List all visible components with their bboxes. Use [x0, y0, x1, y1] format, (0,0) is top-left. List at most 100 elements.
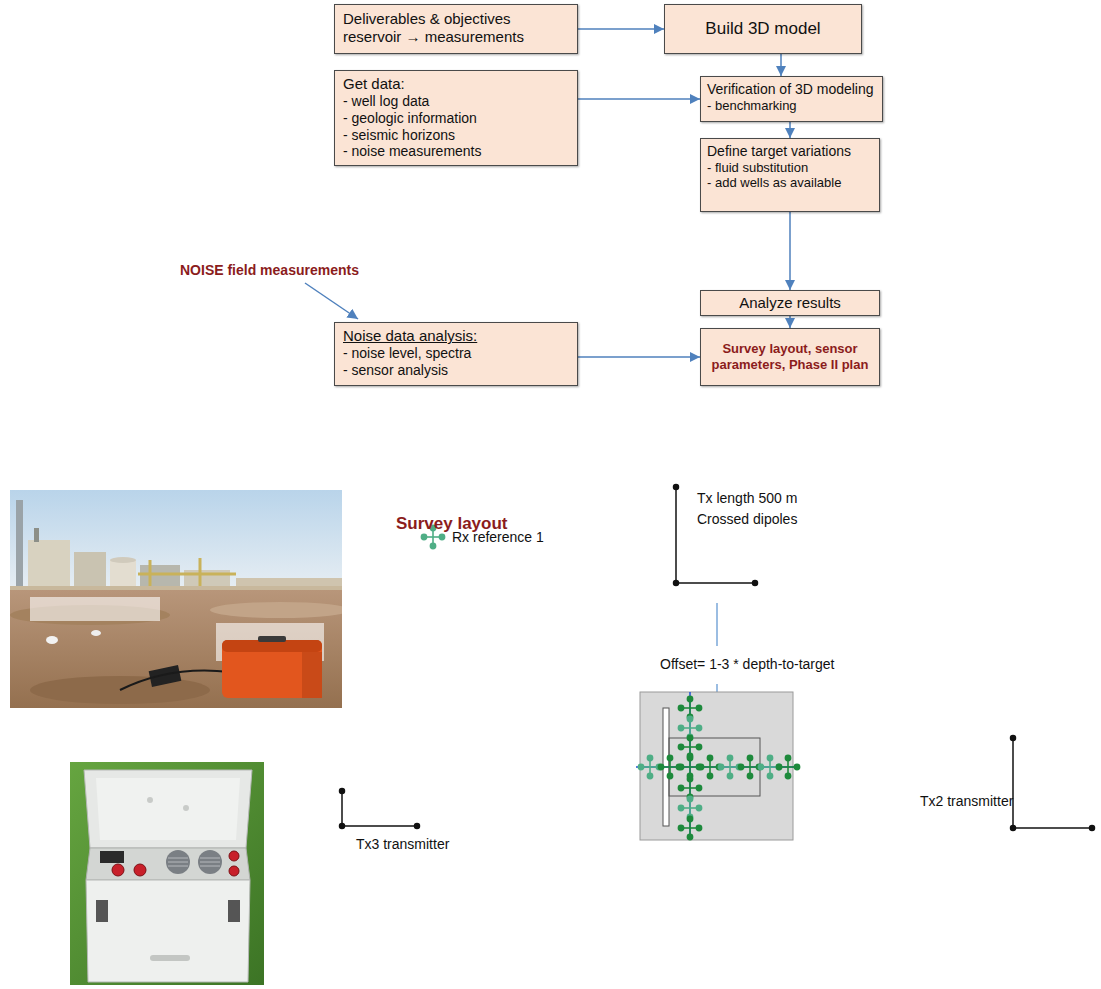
process-box: Analyze results — [700, 290, 880, 316]
crossed-dipole — [674, 485, 679, 490]
flow-arrow — [789, 212, 791, 290]
crossed-dipole — [675, 487, 677, 583]
transmitter-photo — [112, 864, 124, 876]
transmitter-photo — [229, 851, 239, 861]
survey-area — [678, 735, 701, 758]
transmitter-photo — [228, 900, 240, 922]
flow-arrow — [780, 54, 782, 76]
field-photo — [110, 557, 136, 563]
box-text: - well log data — [343, 93, 569, 110]
crossed-dipole — [1011, 736, 1016, 741]
box-heading: Build 3D model — [705, 19, 820, 39]
output-box: Survey layout, sensor parameters, Phase … — [700, 328, 880, 386]
field-photo — [28, 540, 70, 590]
transmitter-photo — [147, 797, 153, 803]
crossed-dipole — [676, 582, 755, 584]
field-photo — [258, 636, 286, 642]
annotation-label: Offset= 1-3 * depth-to-target — [660, 656, 834, 673]
crossed-dipole — [342, 825, 417, 827]
crossed-dipole — [340, 789, 345, 794]
flow-arrow — [578, 356, 700, 358]
field-photo — [120, 670, 230, 690]
crossed-dipole — [1012, 738, 1014, 828]
transmitter-photo — [70, 762, 264, 985]
field-photo — [46, 636, 58, 644]
leader-arrow — [305, 283, 358, 319]
process-box: Verification of 3D modeling- benchmarkin… — [700, 76, 883, 122]
box-text: - noise level, spectra — [343, 345, 569, 362]
box-text: - noise measurements — [343, 143, 569, 160]
field-photo — [210, 602, 342, 618]
box-heading: Survey layout, sensor parameters, Phase … — [707, 341, 873, 372]
crossed-dipole — [340, 824, 345, 829]
transmitter-photo — [229, 866, 239, 876]
offset-line — [716, 603, 718, 692]
transmitter-photo — [168, 858, 220, 866]
flow-arrow — [578, 28, 664, 30]
field-photo — [149, 665, 182, 687]
box-heading: Deliverables & objectives reservoir → me… — [343, 10, 569, 46]
crossed-dipole — [753, 581, 758, 586]
survey-area — [640, 692, 793, 840]
box-text: - seismic horizons — [343, 127, 569, 144]
field-photo — [10, 490, 342, 708]
box-text: - benchmarking — [707, 98, 876, 114]
field-photo — [34, 528, 39, 542]
field-photo — [10, 490, 342, 590]
transmitter-photo — [96, 778, 240, 840]
field-photo — [91, 630, 101, 636]
crossed-dipole — [415, 824, 420, 829]
process-box: Define target variations- fluid substitu… — [700, 138, 880, 212]
crossed-dipole — [1011, 826, 1016, 831]
crossed-dipole — [1090, 826, 1095, 831]
annotation-label: Tx3 transmitter — [356, 836, 449, 853]
transmitter-photo — [84, 770, 252, 848]
box-heading: Noise data analysis: — [343, 327, 569, 345]
input-box: Get data:- well log data- geologic infor… — [334, 70, 578, 166]
crossed-dipole — [1013, 827, 1092, 829]
field-photo — [74, 552, 106, 590]
box-heading: Verification of 3D modeling — [707, 81, 874, 98]
offset-line — [716, 603, 718, 646]
crossed-dipole — [340, 789, 420, 829]
transmitter-photo — [86, 880, 250, 982]
transmitter-photo — [134, 864, 146, 876]
survey-area — [678, 816, 701, 839]
survey-area — [776, 755, 799, 778]
field-photo — [149, 560, 152, 590]
flow-arrow — [789, 316, 791, 328]
transmitter-photo — [150, 955, 190, 961]
box-text: - geologic information — [343, 110, 569, 127]
box-text: - sensor analysis — [343, 362, 569, 379]
field-photo — [222, 640, 322, 698]
field-photo — [138, 573, 236, 576]
process-box: Build 3D model — [664, 4, 862, 54]
transmitter-photo — [183, 805, 189, 811]
transmitter-photo — [70, 762, 264, 985]
annotation-label: Crossed dipoles — [697, 511, 797, 528]
box-heading: Analyze results — [739, 294, 841, 312]
flow-arrow — [578, 98, 700, 100]
transmitter-photo — [86, 848, 250, 880]
field-photo — [110, 560, 136, 590]
crossed-dipole — [1011, 736, 1095, 831]
callout-label: NOISE field measurements — [180, 262, 359, 279]
annotation-label: Tx length 500 m — [697, 490, 797, 507]
annotation-label: Rx reference 1 — [452, 529, 544, 546]
box-heading: Get data: — [343, 75, 569, 93]
crossed-dipole — [674, 581, 679, 586]
survey-area — [636, 692, 800, 840]
field-photo — [302, 652, 322, 698]
box-text: - add wells as available — [707, 175, 873, 191]
annotation-label: Tx2 transmitter — [920, 793, 1013, 810]
input-box: Noise data analysis:- noise level, spect… — [334, 322, 578, 386]
offset-line — [716, 684, 718, 692]
field-photo — [30, 597, 160, 621]
box-text: - fluid substitution — [707, 160, 873, 176]
transmitter-photo — [100, 851, 124, 863]
crossed-dipole — [341, 791, 343, 826]
box-heading: Define target variations — [707, 143, 851, 160]
process-box: Deliverables & objectives reservoir → me… — [334, 4, 578, 54]
flow-arrow — [789, 122, 791, 138]
transmitter-photo — [96, 900, 108, 922]
